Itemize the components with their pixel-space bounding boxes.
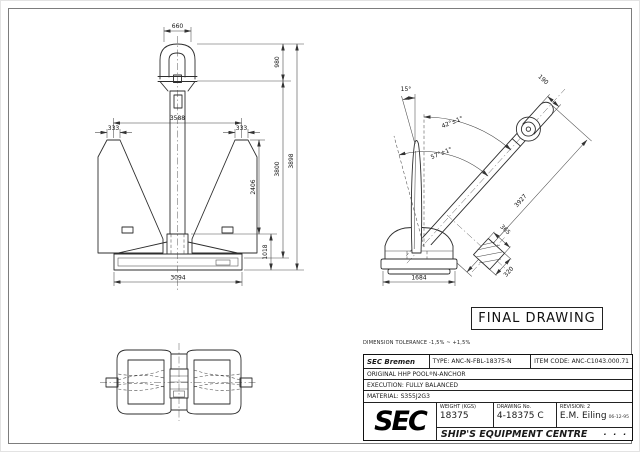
shank-centerline — [406, 88, 566, 264]
dim-section-depth: 320 — [502, 265, 515, 278]
item-code: ITEM CODE: ANC-C1043.000.71 — [534, 358, 629, 365]
angle-fluke-tip: 15° — [401, 86, 412, 93]
right-fluke — [191, 139, 258, 254]
dim-total-height: 3898 — [288, 153, 295, 168]
dim-tip-left: 333 — [108, 125, 120, 132]
footer-dots: · · · — [603, 429, 628, 439]
drawing-no-label: DRAWING No. — [496, 404, 532, 410]
dim-fluke-span: 3588 — [170, 115, 185, 122]
final-drawing-stamp: FINAL DRAWING — [471, 307, 603, 330]
title-row-execution: EXECUTION: FULLY BALANCED — [364, 380, 632, 391]
shackle-pin — [173, 74, 182, 83]
sheet-border — [8, 8, 632, 444]
plan-outline — [116, 349, 242, 415]
shackle-outline — [159, 43, 196, 80]
dim-shackle-pin: 190 — [536, 73, 549, 86]
execution: EXECUTION: FULLY BALANCED — [367, 381, 459, 389]
company-name: SEC Bremen — [364, 355, 430, 368]
shackle-eye — [168, 52, 186, 78]
shackle-eye-side — [515, 116, 541, 142]
title-row-bottom: SEC WEIGHT (KGS) 18375 DRAWING No. 4-183… — [364, 403, 632, 440]
dim-shackle-width: 660 — [172, 23, 184, 30]
final-drawing-label: FINAL DRAWING — [478, 311, 596, 326]
dim-shackle-height: 980 — [274, 56, 281, 68]
dim-inner-height: 3800 — [274, 161, 281, 176]
left-fluke — [97, 139, 164, 254]
crown-base — [380, 258, 458, 270]
dim-crown-height: 1018 — [262, 244, 269, 259]
title-row-1: SEC Bremen TYPE: ANC-N-FBL-18375-N ITEM … — [364, 355, 632, 369]
plan-view — [100, 343, 258, 421]
angle-shank: 42°±1° — [441, 115, 464, 130]
front-view: 660 980 3800 3898 2406 1018 3588 — [95, 23, 304, 291]
fluke-blade-side — [410, 140, 423, 254]
dim-section-width: 365 — [498, 223, 511, 236]
dim-crown-width: 1684 — [411, 275, 426, 282]
footer-text: SHIP'S EQUIPMENT CENTRE — [440, 428, 588, 440]
title-row-product: ORIGINAL HHP POOL® N-ANCHOR — [364, 369, 632, 380]
title-block: SEC Bremen TYPE: ANC-N-FBL-18375-N ITEM … — [363, 354, 633, 441]
angle-fluke: 57°±1° — [430, 146, 453, 161]
revision-label: REVISION: 2 — [559, 404, 591, 410]
weight-label: WEIGHT (KGS) — [439, 404, 477, 410]
trunnion-right — [239, 377, 253, 388]
weight-value: 18375 — [439, 411, 469, 421]
dim-fluke-length: 2406 — [250, 179, 257, 194]
drawing-no-value: 4-18375 C — [496, 411, 544, 421]
sign-date: 06-12-95 — [608, 415, 629, 420]
material: MATERIAL: S355J2G3 — [367, 393, 430, 400]
drawing-no-cell: DRAWING No. 4-18375 C — [494, 403, 557, 427]
weight-cell: WEIGHT (KGS) 18375 — [437, 403, 494, 427]
base-plate — [113, 253, 243, 271]
plan-shank — [169, 368, 189, 399]
sec-logo: SEC — [364, 403, 437, 440]
product-name: ORIGINAL HHP POOL® N-ANCHOR — [367, 370, 466, 378]
side-view: 15° 42°±1° 57°±1° 190 3927 1684 — [380, 73, 592, 286]
dim-tip-right: 333 — [236, 125, 248, 132]
type-code: TYPE: ANC-N-FBL-18375-N — [430, 355, 532, 368]
title-row-material: MATERIAL: S355J2G3 — [364, 391, 632, 403]
tolerance-note: DIMENSION TOLERANCE -1,5% ~ +1,5% — [363, 340, 471, 346]
dim-base-width: 3094 — [170, 275, 185, 282]
footer-banner: SHIP'S EQUIPMENT CENTRE · · · — [437, 428, 632, 440]
trunnion-left — [105, 377, 119, 388]
shank-slot — [173, 94, 183, 109]
